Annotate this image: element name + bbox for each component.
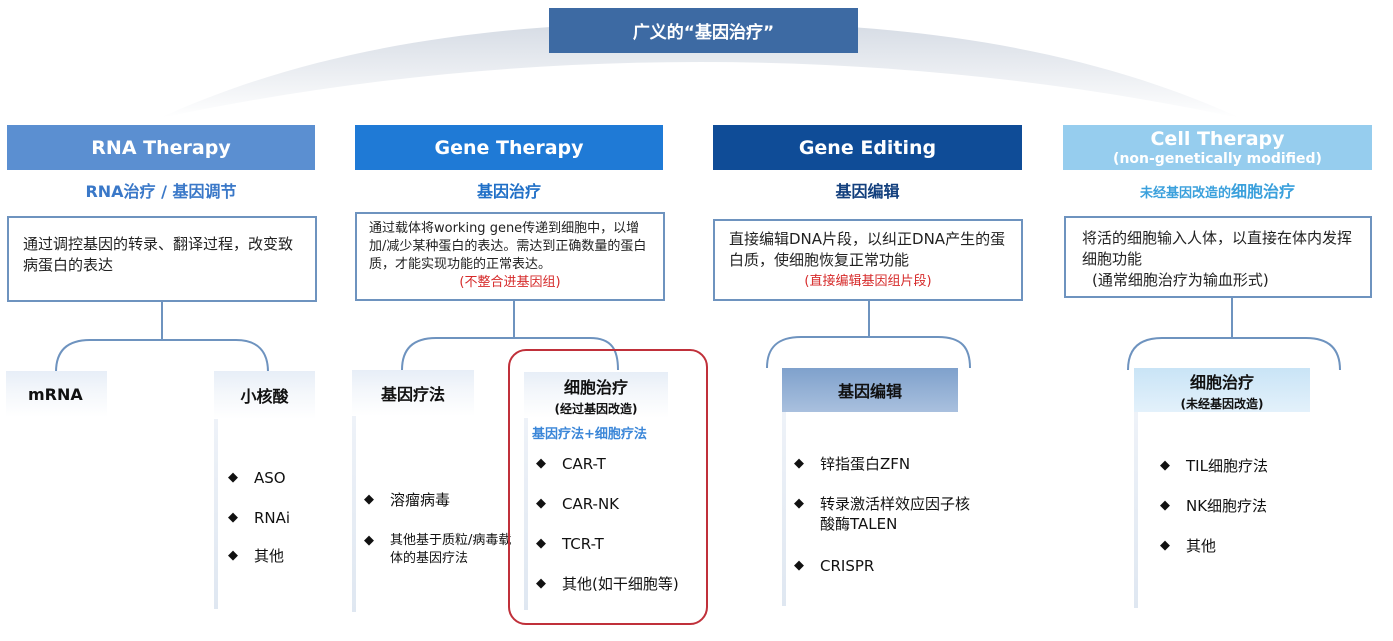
gene-editing-subtitle: 基因编辑	[835, 182, 900, 201]
gene-therapy-header: Gene Therapy	[355, 125, 663, 170]
description-text: 将活的细胞输入人体，以直接在体内发挥细胞功能	[1082, 229, 1353, 268]
cell-therapy-header: Cell Therapy (non-genetically modified)	[1063, 125, 1372, 170]
category-label: 基因疗法	[380, 385, 445, 404]
header-sublabel: (non-genetically modified)	[1113, 151, 1322, 167]
list-item: RNAi	[226, 508, 316, 528]
header-label: RNA Therapy	[91, 136, 231, 159]
modified-cell-therapy-list: CAR-T CAR-NK TCR-T 其他(如干细胞等)	[534, 454, 704, 594]
category-sublabel: (未经基因改造)	[1180, 396, 1264, 411]
list-item: 其他(如干细胞等)	[534, 574, 704, 594]
note-text: (直接编辑基因组片段)	[804, 274, 932, 289]
category-mrna: mRNA	[6, 371, 107, 417]
note-text: (不整合进基因组)	[459, 275, 561, 290]
description-text: 通过载体将working gene传递到细胞中，以增加/减少某种蛋白的表达。需达…	[369, 221, 647, 272]
list-item: TIL细胞疗法	[1158, 456, 1338, 476]
small-nucleic-acid-list: ASO RNAi 其他	[226, 468, 316, 566]
cell-therapy-subtitle: 未经基因改造的细胞治疗	[1063, 178, 1372, 202]
branch-bracket	[766, 336, 971, 369]
list-item: 转录激活样效应因子核酸酶TALEN	[792, 494, 982, 534]
list-item: 其他	[1158, 536, 1338, 556]
list-item: 其他	[226, 546, 316, 566]
rna-therapy-subtitle: RNA治疗 / 基因调节	[85, 182, 237, 201]
category-label: 细胞治疗	[563, 377, 628, 397]
list-item: 锌指蛋白ZFN	[792, 454, 982, 474]
gene-therapy-subtitle: 基因治疗	[476, 182, 541, 201]
category-modified-cell-therapy: 细胞治疗 (经过基因改造)	[524, 372, 668, 418]
branch-bracket	[401, 337, 619, 371]
header-label: Gene Therapy	[434, 136, 584, 159]
list-item: CAR-NK	[534, 494, 704, 514]
rna-therapy-header: RNA Therapy	[7, 125, 315, 170]
list-item: ASO	[226, 468, 316, 488]
list-item: NK细胞疗法	[1158, 496, 1338, 516]
category-small-nucleic-acid: 小核酸	[214, 371, 315, 419]
category-label: 小核酸	[240, 387, 289, 406]
category-label: mRNA	[28, 384, 83, 404]
gene-editing-description: 直接编辑DNA片段，以纠正DNA产生的蛋白质，使细胞恢复正常功能 (直接编辑基因…	[713, 219, 1023, 301]
category-bar	[1134, 412, 1138, 608]
category-unmodified-cell-therapy: 细胞治疗 (未经基因改造)	[1134, 368, 1310, 412]
cell-therapy-list: TIL细胞疗法 NK细胞疗法 其他	[1158, 456, 1338, 556]
category-bar	[214, 419, 218, 609]
gene-editing-list: 锌指蛋白ZFN 转录激活样效应因子核酸酶TALEN CRISPR	[792, 454, 982, 576]
category-gene-therapy: 基因疗法	[352, 370, 474, 416]
gene-editing-header: Gene Editing	[713, 125, 1022, 170]
combo-label: 基因疗法+细胞疗法	[532, 427, 647, 442]
gene-therapy-description: 通过载体将working gene传递到细胞中，以增加/减少某种蛋白的表达。需达…	[355, 212, 665, 301]
list-item: 其他基于质粒/病毒载体的基因疗法	[362, 532, 512, 568]
highlight-frame	[508, 349, 708, 625]
subtitle-prefix: 未经基因改造的	[1139, 186, 1231, 201]
category-label: 基因编辑	[837, 382, 902, 401]
description-text-2: (通常细胞治疗为输血形式)	[1092, 271, 1269, 289]
list-item: CAR-T	[534, 454, 704, 474]
branch-bracket	[1127, 337, 1341, 371]
subtitle-main: 细胞治疗	[1231, 182, 1296, 201]
rna-therapy-description: 通过调控基因的转录、翻译过程，改变致病蛋白的表达	[7, 216, 317, 302]
gene-therapy-list: 溶瘤病毒 其他基于质粒/病毒载体的基因疗法	[362, 490, 512, 568]
description-text: 通过调控基因的转录、翻译过程，改变致病蛋白的表达	[23, 235, 294, 274]
cell-therapy-description: 将活的细胞输入人体，以直接在体内发挥细胞功能 (通常细胞治疗为输血形式)	[1064, 216, 1372, 298]
list-item: 溶瘤病毒	[362, 490, 512, 510]
header-label: Cell Therapy	[1150, 128, 1285, 150]
branch-bracket	[55, 339, 269, 373]
header-label: Gene Editing	[798, 136, 937, 159]
list-item: TCR-T	[534, 534, 704, 554]
category-label: 细胞治疗	[1189, 372, 1254, 392]
category-bar	[782, 412, 786, 606]
category-bar	[524, 418, 528, 610]
category-gene-editing: 基因编辑	[782, 368, 958, 412]
category-sublabel: (经过基因改造)	[554, 401, 638, 416]
category-bar	[352, 416, 356, 612]
description-text: 直接编辑DNA片段，以纠正DNA产生的蛋白质，使细胞恢复正常功能	[729, 230, 1006, 269]
diagram-title: 广义的“基因治疗”	[549, 8, 858, 53]
list-item: CRISPR	[792, 556, 982, 576]
